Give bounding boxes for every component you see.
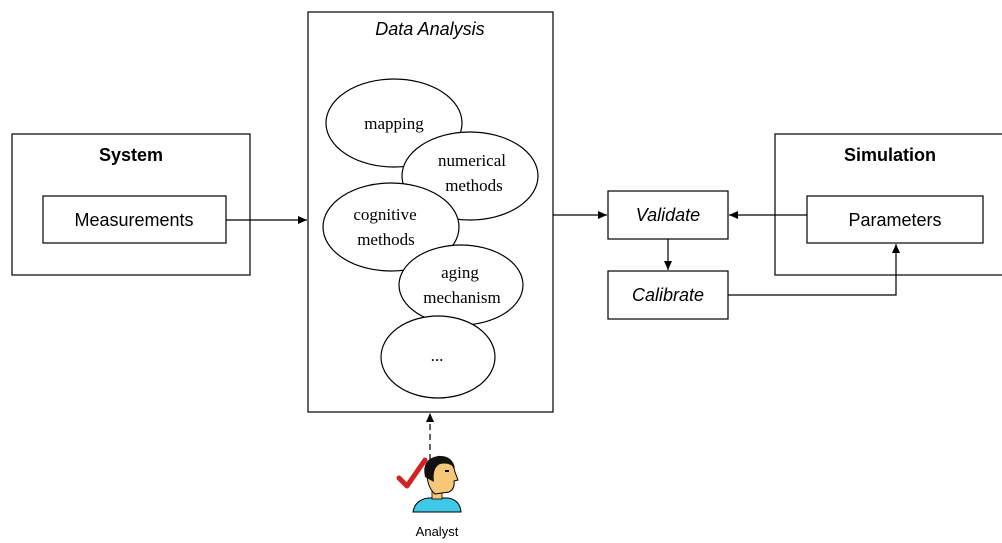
method-aging-line1: aging bbox=[441, 263, 479, 282]
parameters-box bbox=[806, 195, 984, 244]
system-box: System Measurements bbox=[11, 133, 251, 276]
method-aging-mechanism: aging mechanism bbox=[398, 244, 524, 326]
method-aging-line2: mechanism bbox=[423, 288, 500, 307]
parameters-label: Parameters bbox=[848, 210, 941, 230]
method-cognitive-line2: methods bbox=[357, 230, 415, 249]
method-numerical-line2: methods bbox=[445, 176, 503, 195]
measurements-box bbox=[42, 195, 227, 244]
system-title: System bbox=[99, 145, 163, 165]
simulation-box: Simulation Parameters bbox=[774, 133, 1002, 276]
validate-box: Validate bbox=[607, 190, 729, 240]
arrow-calibrate-to-parameters bbox=[728, 244, 900, 296]
method-numerical-line1: numerical bbox=[438, 151, 506, 170]
method-more-label: ... bbox=[431, 346, 444, 365]
method-mapping-label: mapping bbox=[364, 114, 424, 133]
method-cognitive-line1: cognitive bbox=[353, 205, 416, 224]
validate-label: Validate bbox=[636, 205, 700, 225]
analyst-label: Analyst bbox=[416, 524, 459, 539]
measurements-label: Measurements bbox=[74, 210, 193, 230]
data-analysis-box: Data Analysis mapping numerical methods … bbox=[307, 11, 554, 413]
calibrate-box: Calibrate bbox=[607, 270, 729, 320]
method-more: ... bbox=[380, 315, 496, 399]
check-mark-icon bbox=[396, 457, 428, 489]
analyst-person-icon bbox=[412, 455, 462, 513]
method-cognitive-methods: cognitive methods bbox=[322, 182, 460, 272]
simulation-title: Simulation bbox=[844, 145, 936, 165]
calibrate-label: Calibrate bbox=[632, 285, 704, 305]
data-analysis-title: Data Analysis bbox=[375, 19, 484, 39]
